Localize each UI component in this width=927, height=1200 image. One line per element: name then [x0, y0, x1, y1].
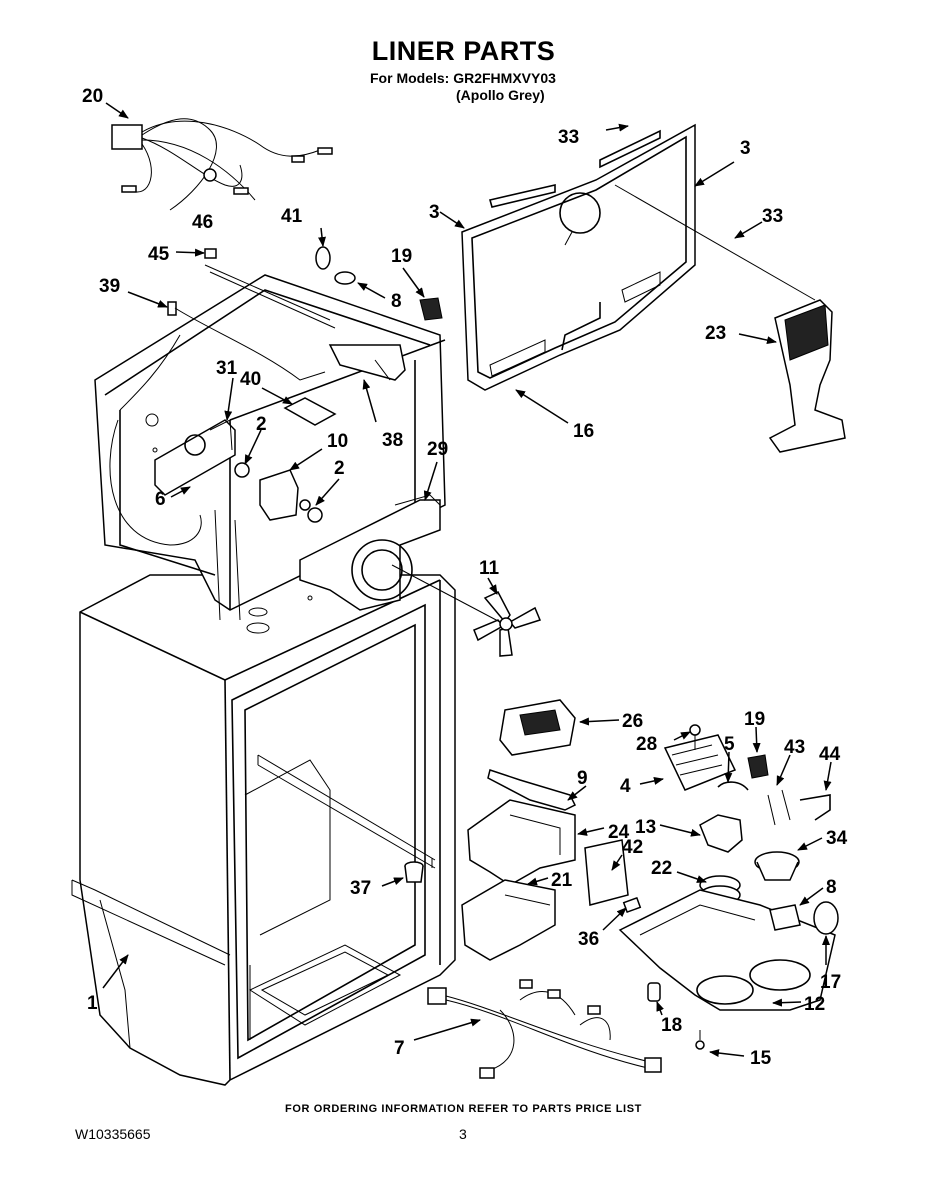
callout-37: 37 [350, 878, 371, 899]
callout-40: 40 [240, 369, 261, 390]
callout-1: 1 [87, 993, 98, 1014]
callout-36: 36 [578, 929, 599, 950]
wire-harness-20 [111, 118, 333, 211]
callout-23: 23 [705, 323, 726, 344]
ordering-note: FOR ORDERING INFORMATION REFER TO PARTS … [285, 1103, 642, 1115]
clip-5 [717, 781, 749, 791]
document-number: W10335665 [75, 1126, 151, 1142]
callout-13: 13 [635, 817, 656, 838]
callout-18: 18 [661, 1015, 682, 1036]
bulb-lower [813, 901, 839, 935]
callout-11: 11 [479, 558, 500, 579]
callout-33: 33 [762, 206, 783, 227]
insulation-plate [283, 397, 337, 426]
callout-19: 19 [391, 246, 412, 267]
callout-33: 33 [558, 127, 579, 148]
wire-harness-7 [427, 979, 662, 1079]
callout-2: 2 [334, 458, 345, 479]
models-line: For Models: GR2FHMXVY03 [370, 70, 556, 86]
light-housing-freezer [328, 344, 406, 381]
callout-21: 21 [551, 870, 573, 891]
callout-39: 39 [99, 276, 120, 297]
callout-41: 41 [281, 206, 303, 227]
light-switch-upper [419, 297, 443, 321]
leader-arrows [102, 102, 832, 1058]
rail-9 [487, 769, 577, 811]
callout-44: 44 [819, 744, 841, 765]
page-title: LINER PARTS [371, 36, 556, 66]
screw-28 [689, 724, 701, 750]
callout-42: 42 [622, 837, 643, 858]
screw-15 [695, 1030, 705, 1050]
callout-9: 9 [577, 768, 588, 789]
callout-3: 3 [429, 202, 440, 223]
callout-46: 46 [192, 212, 213, 233]
callout-4: 4 [620, 776, 631, 797]
clip-45 [204, 248, 217, 259]
callout-20: 20 [82, 86, 103, 107]
callout-19: 19 [744, 709, 765, 730]
socket-upper [334, 271, 356, 285]
callout-7: 7 [394, 1038, 405, 1059]
socket-lower [769, 904, 801, 931]
air-duct-assembly [768, 299, 846, 453]
light-lens [499, 699, 576, 756]
callout-8: 8 [826, 877, 837, 898]
light-shield-34 [754, 851, 800, 881]
callout-24: 24 [608, 822, 630, 843]
fan-blade [473, 591, 542, 657]
callout-29: 29 [427, 439, 448, 460]
cover-24 [467, 799, 576, 886]
cover-21 [461, 879, 556, 961]
callout-3: 3 [740, 138, 751, 159]
callout-labels: 20 33 3 46 41 3 33 45 19 39 8 23 31 40 3… [82, 86, 848, 1069]
evaporator-cover [461, 123, 696, 391]
callout-28: 28 [636, 734, 657, 755]
bulb-upper [315, 246, 331, 270]
callout-38: 38 [382, 430, 403, 451]
callout-2: 2 [256, 414, 267, 435]
insulation-42 [584, 839, 629, 906]
callout-15: 15 [750, 1048, 772, 1069]
cup-37 [404, 861, 424, 883]
callout-8: 8 [391, 291, 402, 312]
light-switch-lower [747, 754, 769, 779]
pad-36 [622, 896, 642, 914]
bracket-44 [799, 794, 831, 821]
plug-18 [647, 982, 661, 1002]
callout-31: 31 [216, 358, 238, 379]
callout-12: 12 [804, 994, 825, 1015]
page-number: 3 [459, 1126, 467, 1142]
rail-45 [204, 264, 336, 329]
callout-6: 6 [155, 489, 166, 510]
callout-43: 43 [784, 737, 805, 758]
callout-26: 26 [622, 711, 643, 732]
callout-34: 34 [826, 828, 848, 849]
callout-17: 17 [820, 972, 841, 993]
callout-45: 45 [148, 244, 170, 265]
wire-43 [767, 789, 791, 826]
callout-22: 22 [651, 858, 672, 879]
wire-39 [174, 307, 326, 381]
callout-10: 10 [327, 431, 348, 452]
callout-5: 5 [724, 734, 735, 755]
callout-16: 16 [573, 421, 594, 442]
fresh-food-liner [71, 574, 456, 1086]
lamp-socket-13 [699, 814, 743, 853]
control-board [663, 734, 737, 791]
fan-motor-bracket [299, 494, 441, 611]
color-line: (Apollo Grey) [456, 87, 545, 103]
clip-39 [167, 301, 177, 316]
